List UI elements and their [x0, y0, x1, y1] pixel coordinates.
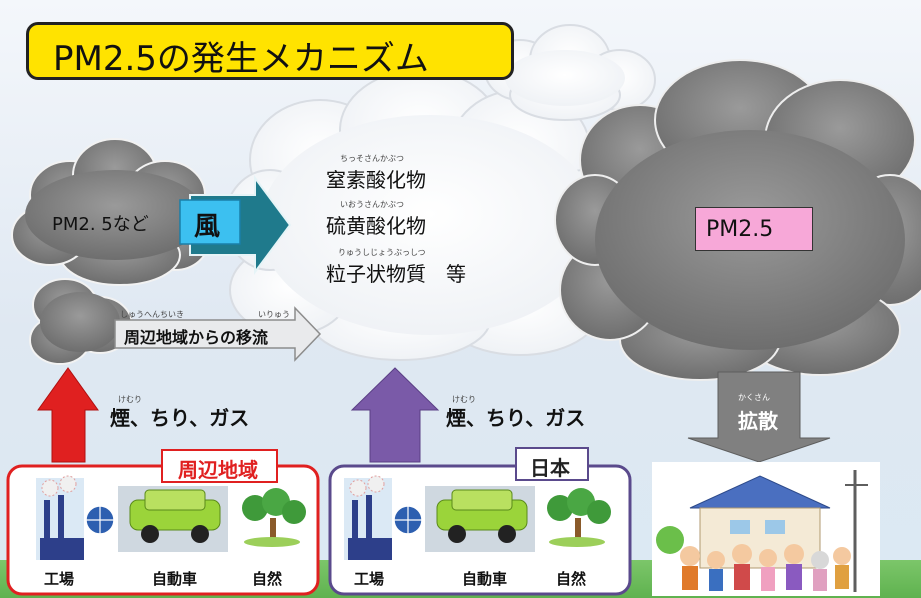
smoke-right-label: 煙、ちり、ガス [446, 406, 586, 430]
factory-icon [36, 475, 115, 560]
smoke-left-ruby: けむり [118, 395, 142, 404]
migration-ruby-left: しゅうへんちいき [120, 310, 184, 319]
tree-icon [547, 488, 611, 547]
pm25-label: PM2.5 [706, 217, 774, 242]
car-icon [425, 486, 535, 552]
region-right-item-factory: 工場 [354, 570, 385, 588]
wind-label: 風 [194, 212, 221, 242]
tree-icon [242, 488, 306, 547]
region-right-label: 日本 [530, 456, 570, 480]
diffusion-arrow [687, 371, 831, 463]
smoke-left-label: 煙、ちり、ガス [110, 406, 250, 430]
small-grey-cloud [29, 278, 133, 365]
diffusion-label: 拡散 [738, 409, 778, 433]
region-right-label-box [515, 447, 589, 481]
wind-box [179, 199, 241, 245]
center-white-cloud [224, 69, 641, 361]
nox-ruby: ちっそさんかぶつ [340, 154, 404, 163]
factory-icon [344, 475, 423, 560]
region-left-item-factory: 工場 [44, 570, 75, 588]
region-left-label: 周辺地域 [178, 458, 258, 482]
pm-label: 粒子状物質 等 [326, 262, 466, 286]
migration-arrow [114, 306, 322, 362]
region-right-item-nature: 自然 [556, 570, 587, 588]
sox-ruby: いおうさんかぶつ [340, 200, 404, 209]
region-right-item-car: 自動車 [462, 570, 508, 588]
smoke-right-ruby: けむり [452, 395, 476, 404]
page-title: PM2.5の発生メカニズム [53, 39, 429, 79]
house-people-illustration [652, 462, 880, 596]
pm-ruby: りゅうしじょうぶっしつ [338, 248, 426, 257]
purple-arrow [350, 367, 440, 463]
region-left-item-nature: 自然 [252, 570, 283, 588]
pm25-label-box: PM2.5 [695, 207, 813, 251]
sox-label: 硫黄酸化物 [326, 214, 426, 238]
title-box: PM2.5の発生メカニズム [26, 22, 514, 80]
region-left-label-box [161, 449, 278, 483]
left-cloud-label: PM2. 5など [52, 214, 149, 235]
red-arrow [37, 367, 99, 463]
migration-label: 周辺地域からの移流 [124, 328, 269, 347]
nox-label: 窒素酸化物 [326, 168, 426, 192]
diffusion-ruby: かくさん [738, 393, 770, 402]
migration-ruby-right: いりゅう [258, 310, 290, 319]
car-icon [118, 486, 228, 552]
region-left-item-car: 自動車 [152, 570, 198, 588]
